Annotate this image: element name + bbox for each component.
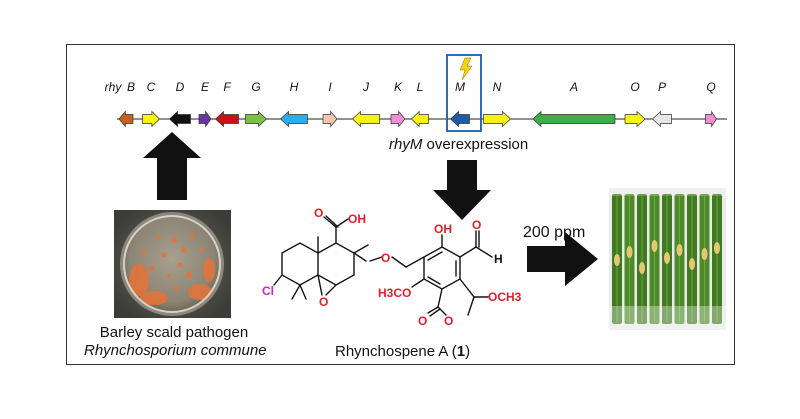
gene-arrow-q [705, 110, 717, 128]
pathogen-caption: Barley scald pathogen Rhynchosporium com… [84, 324, 267, 360]
gene-arrow-k [390, 110, 406, 128]
compound-close: ) [465, 343, 471, 360]
down-arrow [433, 160, 491, 220]
gene-arrow-e [198, 110, 212, 128]
gene-label-m: M [455, 80, 465, 94]
overexpression-caption: rhyM overexpression [389, 136, 528, 153]
label-aldehyde-h: H [494, 252, 503, 266]
gene-arrow-g [245, 110, 268, 128]
gene-label-d: D [175, 80, 185, 94]
compound-caption: Rhynchospene A (1) [335, 343, 470, 360]
label-ether-o: O [381, 251, 390, 265]
label-epoxide-o: O [319, 295, 328, 309]
lesion-spot [626, 246, 633, 258]
gene-label-f: F [223, 80, 231, 94]
gene-label-p: P [657, 80, 667, 94]
label-chlorine: Cl [262, 284, 274, 298]
label-ring-o: O [444, 314, 453, 328]
gene-arrow-d [168, 110, 191, 128]
gene-label-i: I [328, 80, 332, 94]
gene-label-o: O [630, 80, 640, 94]
overexpression-gene: rhyM [389, 136, 423, 153]
gene-arrow-c [142, 110, 160, 128]
compound-number: 1 [456, 343, 466, 360]
gene-label-j: J [363, 80, 369, 94]
label-acid-o: O [314, 206, 323, 220]
gene-label-a: A [569, 80, 579, 94]
gene-arrow-f [214, 110, 239, 128]
gene-prefix: rhy [104, 80, 122, 94]
right-arrow [527, 232, 598, 286]
gene-label-e: E [200, 80, 210, 94]
gene-arrow-p [651, 110, 672, 128]
label-aldehyde-o: O [472, 218, 481, 232]
pathogen-line2: Rhynchosporium commune [84, 342, 267, 359]
gene-label-n: N [492, 80, 502, 94]
barley-leaves-photo [609, 188, 726, 330]
chemical-structure: O OH Cl O O OH O H H3CO O O OCH3 [262, 206, 522, 328]
gene-arrow-o [624, 110, 646, 128]
label-acid-oh: OH [348, 212, 366, 226]
lesion-spot [689, 258, 695, 270]
gene-label-c: C [146, 80, 156, 94]
label-methoxy-right: OCH3 [488, 290, 522, 304]
gene-label-g: G [251, 80, 261, 94]
pathogen-line1: Barley scald pathogen [99, 324, 249, 341]
lesion-spot [664, 252, 670, 264]
gene-arrow-j [351, 110, 380, 128]
gene-arrow-m [449, 110, 470, 128]
dose-label: 200 ppm [523, 224, 586, 241]
lesion-spot [651, 240, 658, 252]
lesion-spot [701, 248, 708, 260]
gene-label-l: L [416, 80, 424, 94]
overexpression-text: overexpression [422, 136, 529, 153]
petri-dish-photo [114, 210, 231, 318]
lesion-spot [676, 244, 683, 256]
lightning-bolt-icon [459, 57, 473, 81]
label-methoxy-left: H3CO [378, 286, 411, 300]
gene-arrow-a [532, 110, 616, 128]
lesion-spot [639, 262, 645, 274]
up-arrow [143, 132, 201, 200]
gene-arrow-n [483, 110, 512, 128]
gene-label-h: H [289, 80, 299, 94]
gene-label-k: K [393, 80, 403, 94]
label-phenol-oh: OH [434, 222, 452, 236]
gene-arrow-h [279, 110, 308, 128]
gene-arrow-l [411, 110, 429, 128]
lesion-spot [614, 254, 620, 266]
gene-label-q: Q [706, 80, 716, 94]
gene-label-b: B [126, 80, 136, 94]
figure-frame [66, 44, 735, 365]
label-lactone-o: O [418, 314, 427, 328]
compound-name: Rhynchospene A ( [335, 343, 457, 360]
lesion-spot [714, 242, 720, 254]
highlight-box [446, 54, 482, 132]
gene-arrow-i [322, 110, 338, 128]
gene-arrow-b [118, 110, 134, 128]
